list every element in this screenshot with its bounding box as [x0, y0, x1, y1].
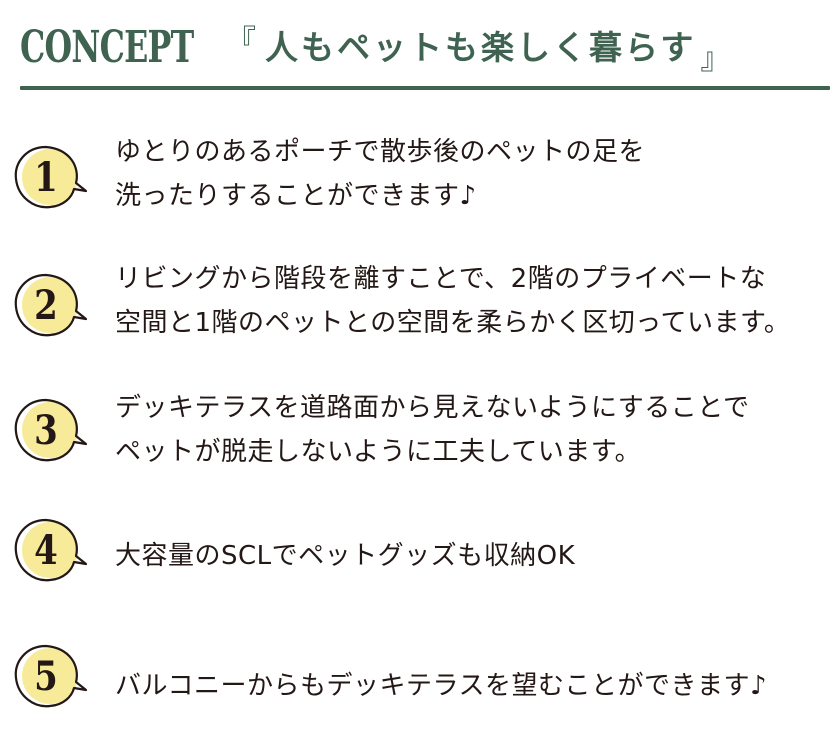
item-line: リビングから階段を離すことで、2階のプライベートな [115, 264, 767, 294]
close-bracket: 』 [700, 42, 734, 77]
badge-number: 1 [34, 153, 58, 201]
number-badge-2: 2 [10, 269, 88, 341]
speech-bubble-icon [14, 398, 88, 462]
concept-tagline-wrapper: 『人もペットも楽しく暮らす』 [226, 27, 733, 75]
speech-bubble-icon [14, 644, 88, 708]
heading-divider [20, 86, 830, 90]
number-badge-3: 3 [10, 394, 88, 466]
number-badge-5: 5 [10, 640, 88, 712]
item-description: バルコニーからもデッキテラスを望むことができます♪ [115, 664, 767, 708]
concept-label: CONCEPT [20, 22, 194, 73]
item-line: 洗ったりすることができます♪ [115, 181, 477, 211]
item-description: ゆとりのあるポーチで散歩後のペットの足を 洗ったりすることができます♪ [115, 130, 645, 218]
item-description: 大容量のSCLでペットグッズも収納OK [115, 534, 575, 578]
badge-number: 4 [34, 526, 58, 574]
item-line: ペットが脱走しないように工夫しています。 [115, 437, 642, 467]
speech-bubble-icon [14, 145, 88, 209]
concept-heading: CONCEPT 『人もペットも楽しく暮らす』 [20, 18, 840, 78]
item-line: デッキテラスを道路面から見えないようにすることで [115, 393, 750, 423]
item-description: リビングから階段を離すことで、2階のプライベートな 空間と1階のペットとの空間を… [115, 257, 790, 345]
item-line: ゆとりのあるポーチで散歩後のペットの足を [115, 137, 646, 167]
open-bracket: 『 [226, 24, 259, 59]
speech-bubble-icon [14, 273, 88, 337]
number-badge-1: 1 [10, 141, 88, 213]
badge-number: 2 [34, 281, 58, 329]
item-line: 大容量のSCLでペットグッズも収納OK [115, 541, 576, 571]
item-line: バルコニーからもデッキテラスを望むことができます♪ [115, 671, 768, 701]
item-line: 空間と1階のペットとの空間を柔らかく区切っています。 [115, 308, 791, 338]
concept-tagline: 人もペットも楽しく暮らす [265, 28, 697, 67]
number-badge-4: 4 [10, 514, 88, 586]
badge-number: 3 [34, 406, 58, 454]
item-description: デッキテラスを道路面から見えないようにすることで ペットが脱走しないように工夫し… [115, 386, 749, 474]
speech-bubble-icon [14, 518, 88, 582]
badge-number: 5 [34, 652, 58, 700]
